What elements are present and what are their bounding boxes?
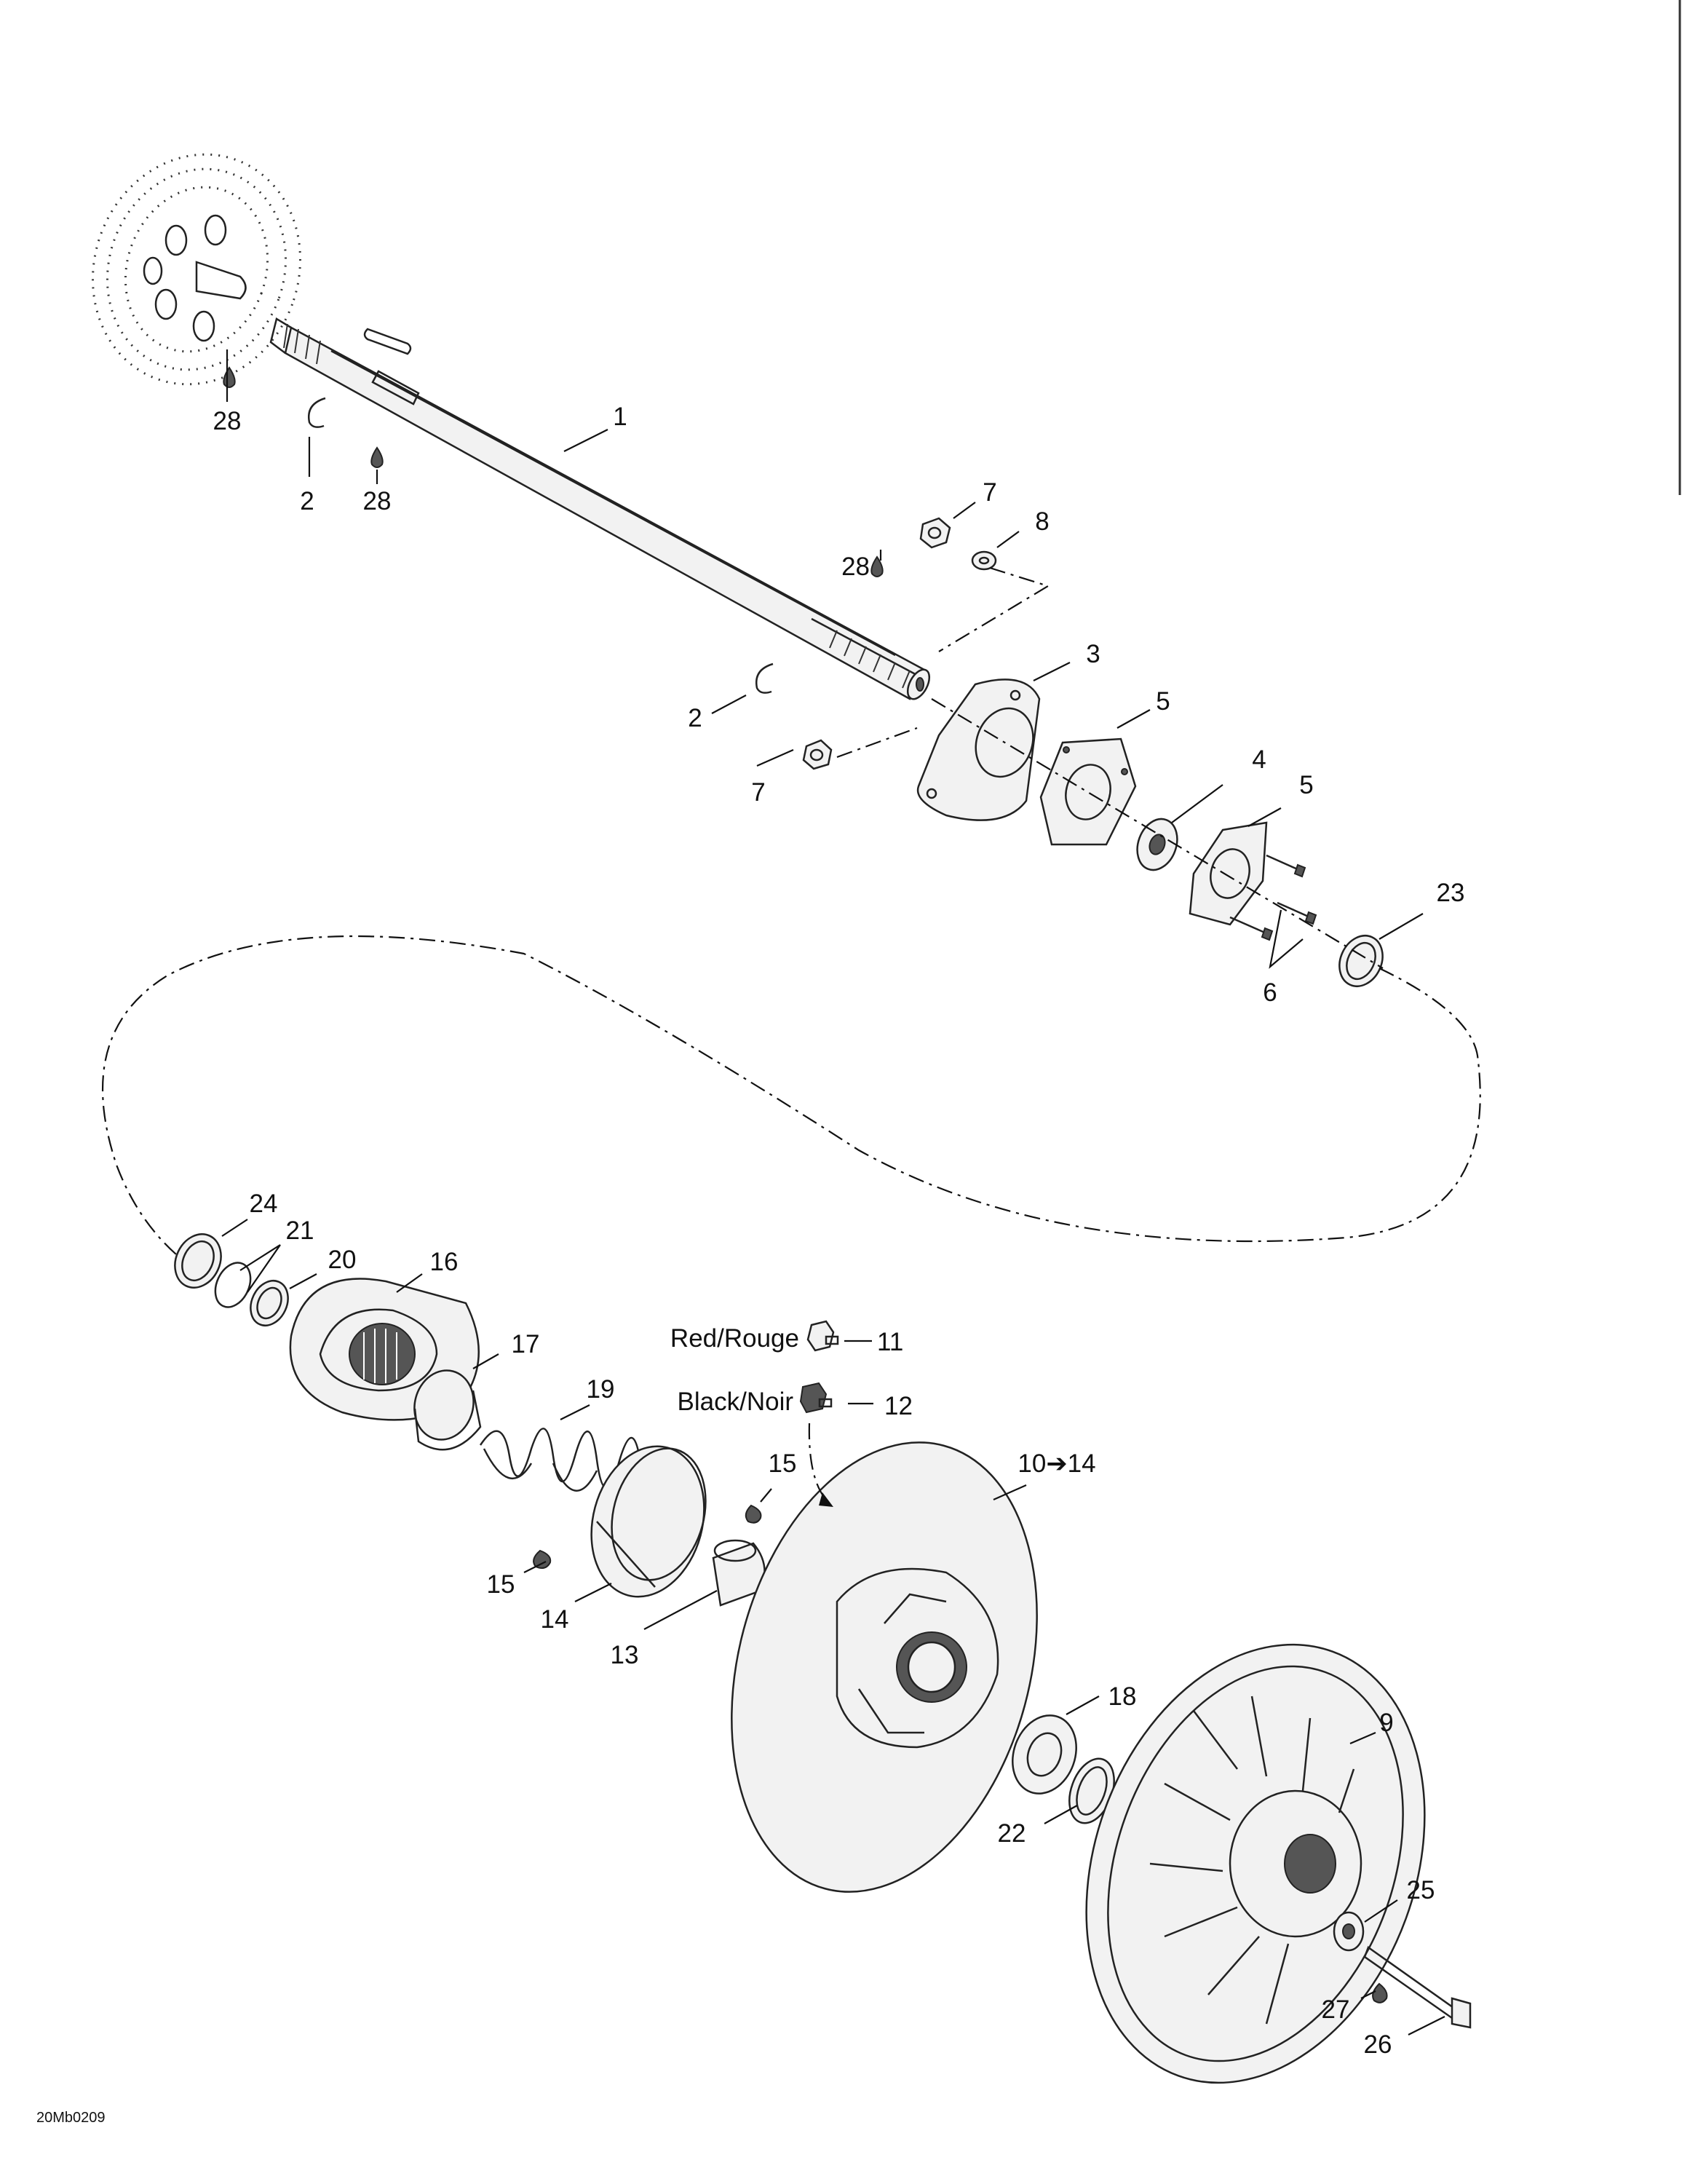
label-13: 13 (611, 1641, 639, 1669)
drawing-code: 20Mb0209 (36, 2110, 106, 2126)
bearing-plate (916, 678, 1041, 821)
weight-icon-red (806, 1320, 839, 1352)
flange-bolts (1229, 854, 1317, 941)
bearing-flange-left (1039, 737, 1137, 846)
color-note-black: Black/Noir (678, 1388, 794, 1416)
label-24: 24 (250, 1190, 278, 1218)
cap-icon-15-lower (533, 1549, 552, 1569)
circlip-lower (755, 662, 774, 694)
label-28-shaft: 28 (363, 487, 392, 515)
alignment-line-axis (836, 698, 1384, 969)
grease-drop-icon-2 (370, 446, 384, 468)
label-5-left: 5 (1156, 687, 1170, 716)
label-8: 8 (1035, 507, 1049, 536)
grease-drop-icon-27 (1372, 1982, 1388, 2003)
assembly-path-loop (102, 935, 1481, 1260)
label-9: 9 (1379, 1709, 1393, 1737)
washer-25 (1333, 1911, 1365, 1952)
label-18: 18 (1108, 1682, 1137, 1711)
label-7-lower: 7 (751, 778, 765, 807)
spring-19 (479, 1428, 664, 1492)
label-16: 16 (430, 1248, 459, 1276)
washer-upper (971, 550, 997, 571)
label-6: 6 (1263, 978, 1277, 1007)
label-17: 17 (512, 1330, 540, 1358)
label-15-upper: 15 (769, 1449, 797, 1478)
driven-shaft (269, 317, 931, 700)
weight-icon-black (799, 1382, 833, 1414)
label-22: 22 (998, 1819, 1026, 1848)
fixed-sheave (731, 1441, 1038, 1893)
label-3: 3 (1086, 640, 1100, 668)
cover-14 (590, 1445, 707, 1598)
label-28-spline: 28 (841, 553, 870, 581)
label-23: 23 (1437, 879, 1465, 907)
label-4: 4 (1252, 745, 1266, 774)
bearing-flange-right (1189, 821, 1268, 926)
circlip-upper (308, 397, 326, 428)
label-7-upper: 7 (983, 478, 996, 507)
alignment-line-upper (938, 566, 1050, 652)
label-27: 27 (1322, 1995, 1350, 2024)
label-5-right: 5 (1299, 771, 1313, 799)
sliding-sheave-9 (1085, 1643, 1426, 2084)
label-11: 11 (877, 1328, 903, 1356)
grease-drop-icon-3 (870, 555, 884, 577)
weight-arrowhead (819, 1492, 833, 1507)
label-12: 12 (884, 1392, 913, 1420)
label-2-lower: 2 (688, 704, 702, 732)
washer-20 (250, 1280, 289, 1326)
bolt-26 (1363, 1946, 1472, 2029)
leader-lines (221, 349, 1445, 2035)
brake-disc (92, 153, 301, 386)
cap-icon-15-upper (745, 1504, 762, 1524)
label-28-disc: 28 (213, 407, 242, 435)
washer-18 (1012, 1714, 1077, 1795)
label-26: 26 (1364, 2030, 1392, 2059)
label-21: 21 (286, 1216, 314, 1245)
label-10-14: 10➔14 (1017, 1449, 1095, 1478)
shim-ring-23 (1338, 935, 1384, 987)
shaft-key (363, 328, 412, 355)
label-15-lower: 15 (487, 1570, 515, 1599)
washer-24 (174, 1233, 222, 1289)
grease-drop-icon-1 (223, 366, 236, 388)
bearing (1136, 818, 1178, 871)
color-note-red: Red/Rouge (670, 1324, 799, 1353)
label-14: 14 (541, 1605, 569, 1634)
label-1: 1 (613, 403, 627, 431)
nut-lower (802, 739, 833, 770)
label-25: 25 (1407, 1876, 1435, 1904)
bushing-17 (413, 1369, 482, 1451)
nut-upper (919, 517, 951, 549)
label-20: 20 (328, 1246, 357, 1274)
bushing-13 (712, 1539, 766, 1607)
label-2-upper: 2 (300, 487, 314, 515)
label-19: 19 (587, 1375, 615, 1404)
